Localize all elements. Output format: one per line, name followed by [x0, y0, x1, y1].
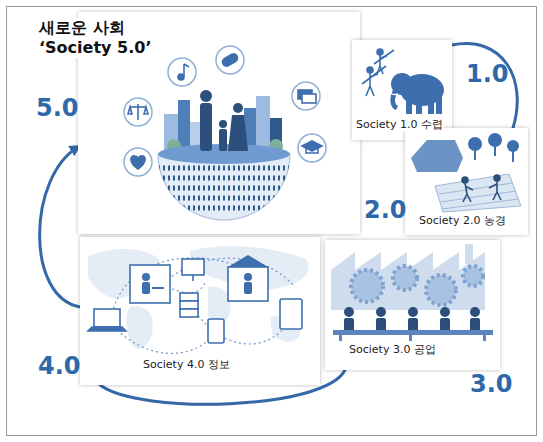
- era-panel: Society 3.0 공업: [325, 240, 500, 370]
- era-panel: Society 1.0 수렵: [352, 40, 452, 140]
- factory-roof: [331, 252, 485, 310]
- era-number: 4.0: [38, 354, 81, 378]
- era-caption: Society 3.0 공업: [348, 343, 437, 356]
- conveyor-legs: [339, 335, 486, 341]
- era-caption: Society 4.0 정보: [142, 358, 231, 371]
- era-panel: Society 2.0 농경: [405, 128, 528, 235]
- trees: [468, 133, 519, 162]
- city-buildings: [164, 96, 283, 154]
- conveyor: [333, 330, 493, 335]
- farmers: [462, 175, 501, 202]
- gears: [351, 266, 483, 305]
- binary-rows: [158, 168, 290, 208]
- frame-border: [7, 7, 537, 436]
- era-number: 3.0: [470, 372, 513, 396]
- era-number: 5.0: [36, 96, 79, 120]
- mammoth: [390, 73, 444, 114]
- workers: [344, 307, 480, 332]
- era-heading: 새로운 사회 ‘Society 5.0’: [38, 18, 162, 58]
- cycle-arrow: [452, 44, 517, 128]
- era-panel: Society 4.0 정보: [80, 237, 320, 385]
- era-number: 1.0: [466, 62, 509, 86]
- devices: [88, 259, 302, 343]
- field: [435, 174, 521, 212]
- era-panel: 새로운 사회 ‘Society 5.0’: [78, 12, 360, 234]
- hunters: [362, 49, 394, 96]
- barn: [411, 140, 463, 172]
- era-caption: Society 2.0 농경: [418, 214, 507, 227]
- network-arcs: [110, 258, 295, 354]
- people: [200, 90, 248, 151]
- field-rows: [439, 183, 519, 209]
- icon-glyphs: [128, 53, 322, 169]
- era-number: 2.0: [364, 198, 407, 222]
- device-users: [142, 255, 268, 294]
- cycle-arrow: [40, 147, 80, 307]
- service-icons: [124, 46, 326, 176]
- era-caption: Society 1.0 수렵: [355, 118, 444, 131]
